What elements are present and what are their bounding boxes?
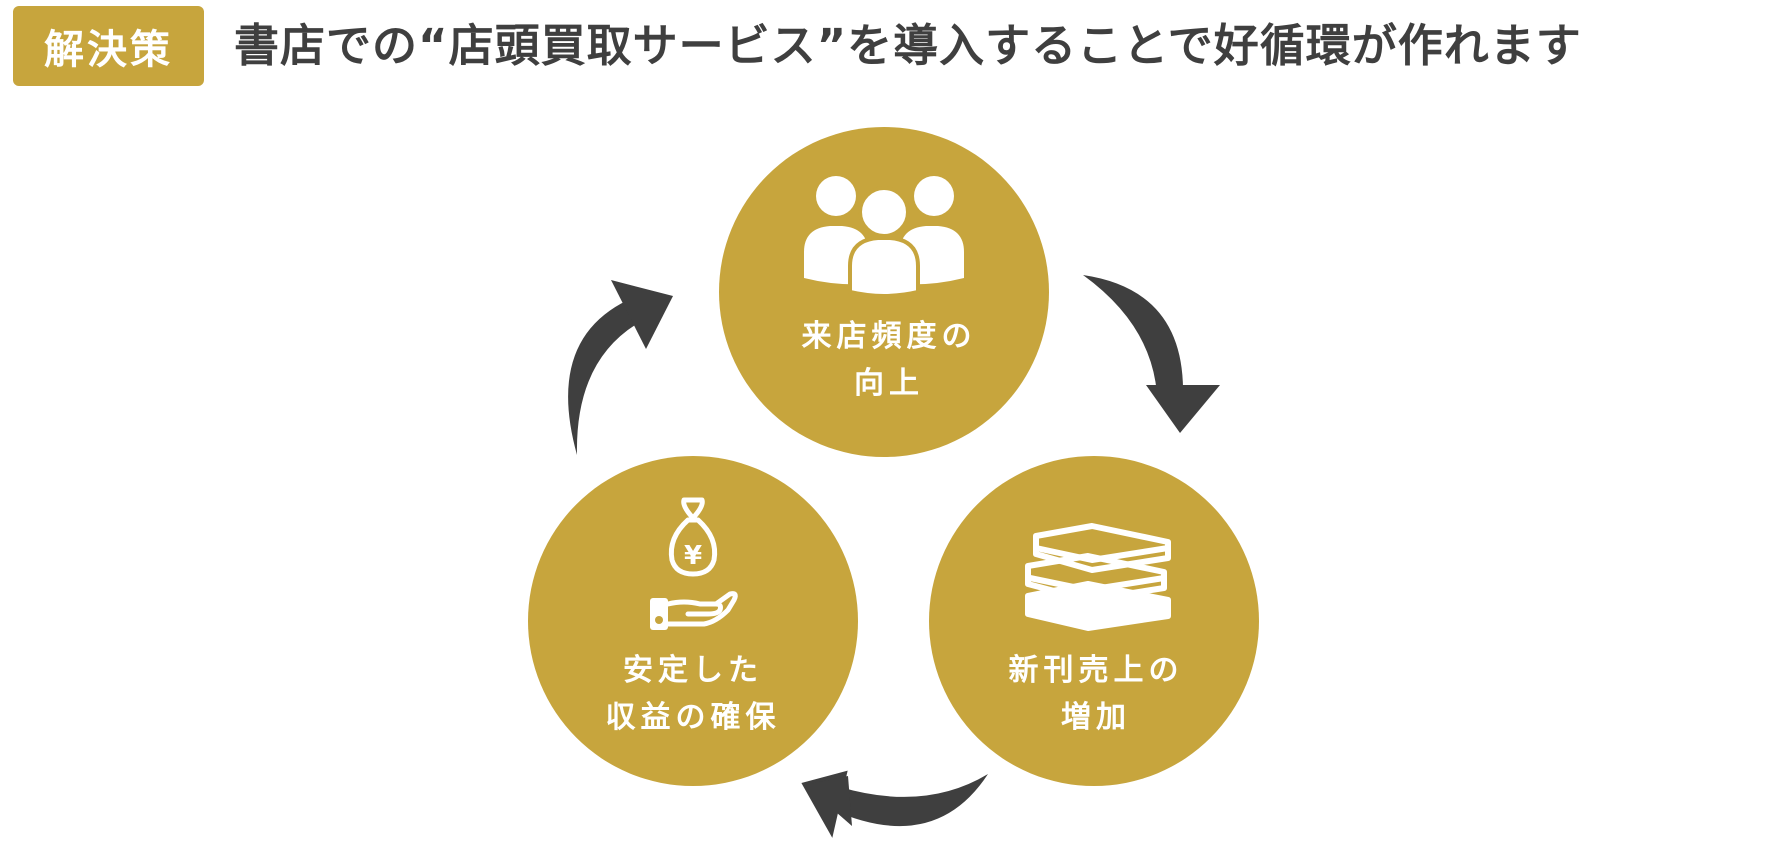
books-icon	[1025, 523, 1171, 631]
node-left-label-line1: 安定した	[623, 653, 763, 688]
svg-text:¥: ¥	[684, 541, 702, 571]
yen-money-bag-hand-icon: ¥	[650, 497, 738, 630]
people-icon	[804, 176, 964, 298]
node-left-circle	[528, 456, 858, 786]
page-title: 書店での“店頭買取サービス”を導入することで好循環が作れます	[234, 19, 1582, 72]
arrow-left-to-top	[568, 280, 673, 455]
node-right-label-line1: 新刊売上の	[1009, 653, 1184, 688]
node-left-label-line2: 収益の確保	[606, 700, 781, 735]
node-top-label-line1: 来店頻度の	[802, 319, 977, 354]
arrow-top-to-right	[1083, 275, 1220, 433]
node-right-label-line2: 増加	[1061, 700, 1131, 735]
cycle-arrows	[568, 275, 1220, 838]
arrow-right-to-left	[801, 770, 988, 838]
solution-badge: 解決策	[13, 6, 204, 86]
node-top-label-line2: 向上	[854, 366, 924, 401]
